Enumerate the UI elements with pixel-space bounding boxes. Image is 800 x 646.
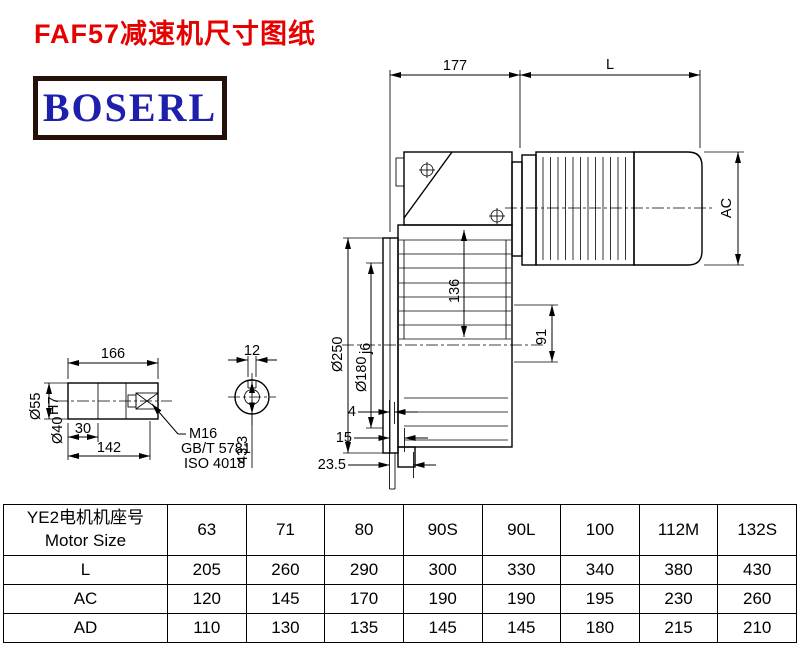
- table-cell: 195: [560, 584, 640, 614]
- motor-size-table: YE2电机机座号 Motor Size 63 71 80 90S 90L 100…: [3, 504, 797, 643]
- dim-23-5-label: 23.5: [318, 457, 346, 473]
- dim-177-label: 177: [443, 58, 467, 74]
- table-cell: 120: [167, 584, 247, 614]
- size-column: 90S: [402, 504, 483, 556]
- table-cell: 205: [167, 555, 247, 585]
- bolt-symbol: [419, 162, 435, 178]
- dim-4-label: 4: [348, 404, 356, 420]
- thread-label: M16: [189, 426, 217, 442]
- table-cell: 260: [717, 584, 797, 614]
- table-cell: 110: [167, 613, 247, 643]
- size-column: 80: [324, 504, 404, 556]
- dim-dia-40: Ø40 H7: [46, 396, 66, 444]
- table-cell: 145: [402, 613, 483, 643]
- dim-136-label: 136: [447, 279, 463, 303]
- dim-30-label: 30: [75, 421, 91, 437]
- dim-136: 136: [447, 230, 467, 337]
- brand-logo-text: BOSERL: [42, 85, 218, 130]
- table-cell: 190: [481, 584, 562, 614]
- technical-drawing: 177 L AC Ø250 Ø180 j6: [28, 57, 744, 490]
- motor-fins: [540, 157, 630, 260]
- dim-AC: AC: [704, 151, 744, 266]
- main-view-gearbox: [342, 151, 712, 490]
- standard-gb-label: GB/T 5781: [181, 441, 251, 457]
- table-cell: 180: [560, 613, 640, 643]
- table-cell: 300: [402, 555, 483, 585]
- dim-40-tolerance: H7: [46, 396, 62, 415]
- dim-166: 166: [67, 346, 159, 379]
- dim-43-3: 43.3: [235, 382, 255, 468]
- dim-180-tolerance: j6: [358, 343, 374, 355]
- size-column: 132S: [717, 504, 797, 556]
- dim-166-label: 166: [101, 346, 125, 362]
- table-cell: 340: [560, 555, 640, 585]
- dim-12: 12: [228, 343, 277, 377]
- motor-adapter: [511, 161, 523, 257]
- table-cell: 380: [638, 555, 719, 585]
- table-cell: 210: [717, 613, 797, 643]
- dim-15-label: 15: [336, 430, 352, 446]
- table-row-AD: AD 110 130 135 145 145 180 215 210: [3, 613, 797, 643]
- standard-iso-label: ISO 4018: [184, 456, 245, 472]
- table-cell: 145: [481, 613, 562, 643]
- input-housing: [403, 151, 513, 226]
- thread-callout: M16 GB/T 5781 ISO 4018: [151, 403, 251, 472]
- table-cell: 190: [402, 584, 483, 614]
- dim-40-label: Ø40: [50, 417, 66, 444]
- table-row-L: L 205 260 290 300 330 340 380 430: [3, 555, 797, 585]
- dim-AC-label: AC: [719, 198, 735, 218]
- table-cell: 135: [324, 613, 404, 643]
- dim-55-label: Ø55: [28, 393, 44, 420]
- page-title: FAF57减速机尺寸图纸: [34, 19, 317, 49]
- brand-logo: BOSERL: [33, 76, 227, 140]
- table-row-AC: AC 120 145 170 190 190 195 230 260: [3, 584, 797, 614]
- header-motor-size-cn: YE2电机机座号: [26, 508, 145, 528]
- dim-142-label: 142: [97, 440, 121, 456]
- table-cell: 145: [245, 584, 326, 614]
- table-cell: 290: [324, 555, 404, 585]
- dim-flange-dia-250: Ø250: [330, 237, 383, 454]
- shaft-detail-view: 166 30 142 Ø55: [28, 346, 251, 472]
- gear-housing: [397, 224, 513, 448]
- table-header-row: YE2电机机座号 Motor Size 63 71 80 90S 90L 100…: [3, 504, 797, 556]
- size-column: 112M: [638, 504, 719, 556]
- dim-91: 91: [514, 304, 558, 363]
- fan-cowl: [633, 151, 703, 266]
- size-column: 71: [245, 504, 326, 556]
- dim-250-label: Ø250: [330, 337, 346, 372]
- dim-43-3-label: 43.3: [235, 436, 251, 464]
- mounting-flange: [382, 237, 399, 454]
- dim-12-label: 12: [244, 343, 260, 359]
- dim-4-15-23-5: 4 15 23.5: [318, 400, 436, 489]
- table-cell: 170: [324, 584, 404, 614]
- bolt-symbol: [489, 208, 505, 224]
- table-cell: 215: [638, 613, 719, 643]
- dim-30: 30: [67, 421, 99, 460]
- table-cell: 260: [245, 555, 326, 585]
- table-cell: 230: [638, 584, 719, 614]
- row-label: AD: [3, 613, 168, 643]
- shaft-section-view: 12 43.3: [228, 343, 277, 468]
- dim-180-label: Ø180: [354, 357, 370, 392]
- row-label: L: [3, 555, 168, 585]
- dim-spigot-dia-180: Ø180 j6: [354, 262, 383, 429]
- tapped-hole: [135, 392, 159, 410]
- table-cell: 330: [481, 555, 562, 585]
- dim-142: 142: [68, 421, 151, 460]
- size-column: 90L: [481, 504, 562, 556]
- size-column: 63: [167, 504, 247, 556]
- dim-dia-55: Ø55: [28, 382, 68, 420]
- dim-91-label: 91: [534, 329, 550, 345]
- size-column: 100: [560, 504, 640, 556]
- table-cell: 130: [245, 613, 326, 643]
- output-hub: [397, 446, 416, 468]
- dim-L-label: L: [606, 57, 614, 73]
- dim-177-L-top: 177 L: [389, 57, 701, 232]
- header-motor-size-en: Motor Size: [44, 531, 127, 550]
- table-cell: 430: [717, 555, 797, 585]
- header-motor-size: YE2电机机座号 Motor Size: [3, 504, 168, 556]
- row-label: AC: [3, 584, 168, 614]
